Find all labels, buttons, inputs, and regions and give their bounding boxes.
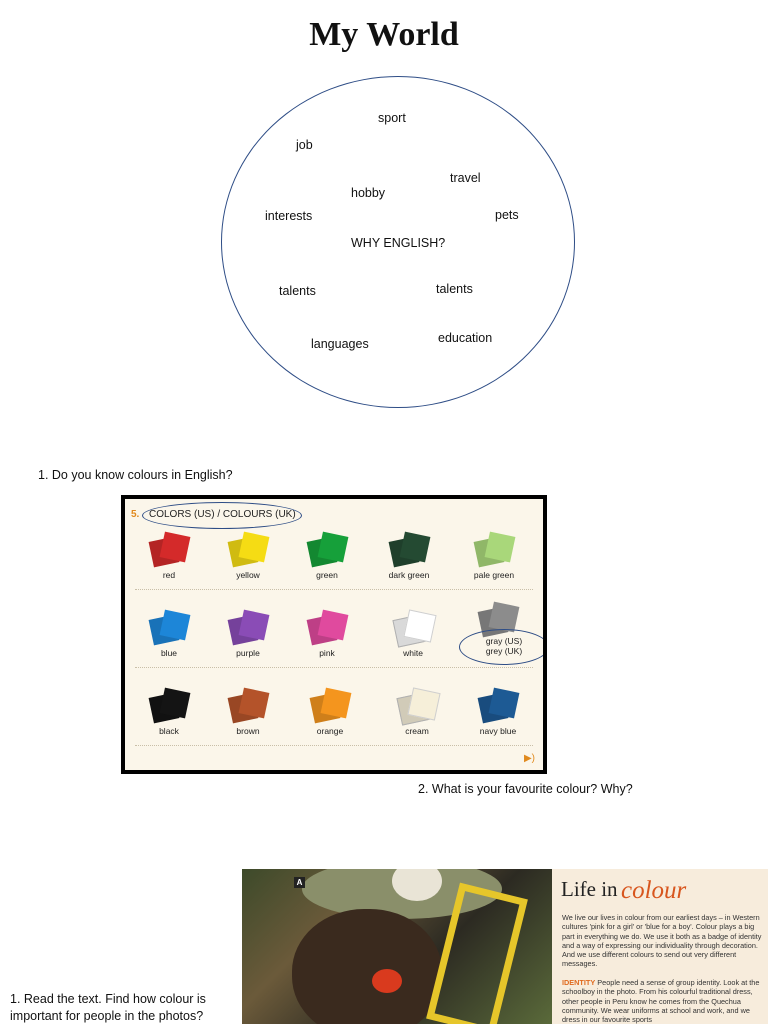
swatch-label-brown: brown bbox=[236, 726, 260, 736]
question-3-line-2: important for people in the photos? bbox=[10, 1009, 204, 1023]
swatch-red bbox=[147, 531, 191, 569]
swatch-green bbox=[305, 531, 349, 569]
article-title-part2: colour bbox=[621, 877, 687, 904]
swatch-label-navy-blue: navy blue bbox=[479, 726, 517, 736]
mind-word-talents-right: talents bbox=[436, 282, 473, 296]
photo-face-shape bbox=[292, 909, 442, 1024]
mind-word-interests: interests bbox=[265, 209, 313, 223]
swatch-navy-blue bbox=[476, 687, 520, 725]
colours-panel: 5. COLORS (US) / COLOURS (UK) red yellow… bbox=[121, 495, 547, 774]
swatch-label-pink: pink bbox=[319, 648, 335, 658]
swatch-label-pale-green: pale green bbox=[473, 570, 515, 580]
swatch-square bbox=[159, 531, 191, 563]
swatch-label-green: green bbox=[316, 570, 338, 580]
mind-word-job: job bbox=[296, 138, 313, 152]
swatch-square bbox=[238, 687, 270, 719]
swatch-square bbox=[320, 687, 352, 719]
mind-word-travel: travel bbox=[450, 171, 481, 185]
mind-word-pets: pets bbox=[495, 208, 519, 222]
swatch-square bbox=[407, 687, 441, 721]
question-1: 1. Do you know colours in English? bbox=[38, 468, 233, 482]
photo-label-badge: A bbox=[294, 877, 305, 888]
article-paragraph-2-text: People need a sense of group identity. L… bbox=[562, 978, 760, 1024]
swatch-cream bbox=[395, 687, 441, 726]
speaker-icon[interactable]: ▶) bbox=[523, 753, 535, 764]
swatch-black bbox=[147, 687, 191, 725]
swatch-square bbox=[484, 531, 516, 563]
swatch-blue bbox=[147, 609, 191, 647]
swatch-purple bbox=[226, 609, 270, 647]
swatch-label-purple: purple bbox=[236, 648, 260, 658]
page-title: My World bbox=[309, 16, 459, 53]
mind-word-sport: sport bbox=[378, 111, 406, 125]
swatch-square bbox=[403, 609, 437, 643]
swatch-label-cream: cream bbox=[405, 726, 429, 736]
swatch-square bbox=[317, 531, 349, 563]
swatch-square bbox=[238, 609, 270, 641]
swatch-square bbox=[159, 687, 191, 719]
row-divider bbox=[135, 589, 533, 590]
swatch-label-orange: orange bbox=[316, 726, 344, 736]
swatch-label-yellow: yellow bbox=[236, 570, 260, 580]
mind-map-circle bbox=[221, 76, 575, 408]
swatch-square bbox=[317, 609, 349, 641]
row-divider bbox=[135, 745, 533, 746]
photo-red-nose-shape bbox=[372, 969, 402, 993]
swatch-square bbox=[488, 687, 520, 719]
swatch-label-white: white bbox=[403, 648, 423, 658]
swatch-pale-green bbox=[472, 531, 516, 569]
swatch-pink bbox=[305, 609, 349, 647]
heading-highlight-ellipse bbox=[142, 502, 302, 529]
article-paragraph-1: We live our lives in colour from our ear… bbox=[562, 913, 762, 969]
panel-number: 5. bbox=[131, 509, 140, 520]
row-divider bbox=[135, 667, 533, 668]
swatch-yellow bbox=[226, 531, 270, 569]
colours-panel-inner: 5. COLORS (US) / COLOURS (UK) red yellow… bbox=[125, 499, 543, 770]
swatch-label-blue: blue bbox=[160, 648, 178, 658]
article-paragraph-2: IDENTITY People need a sense of group id… bbox=[562, 978, 762, 1024]
swatch-square bbox=[159, 609, 191, 641]
mind-word-languages: languages bbox=[311, 337, 369, 351]
swatch-square bbox=[399, 531, 431, 563]
mind-word-education: education bbox=[438, 331, 493, 345]
article-title-part1: Life in bbox=[561, 877, 618, 901]
swatch-brown bbox=[226, 687, 270, 725]
swatch-dark-green bbox=[387, 531, 431, 569]
question-2: 2. What is your favourite colour? Why? bbox=[418, 782, 633, 796]
swatch-white bbox=[391, 609, 437, 648]
photo-white-shape bbox=[392, 869, 442, 901]
swatch-square bbox=[238, 531, 270, 563]
mind-word-hobby: hobby bbox=[351, 186, 386, 200]
article-text-panel: Life in colour We live our lives in colo… bbox=[552, 869, 768, 1024]
gray-highlight-ellipse bbox=[459, 629, 543, 665]
swatch-orange bbox=[308, 687, 352, 725]
swatch-label-dark-green: dark green bbox=[388, 570, 430, 580]
question-3-line-1: 1. Read the text. Find how colour is bbox=[10, 992, 206, 1006]
article-identity-label: IDENTITY bbox=[562, 978, 596, 987]
mind-word-talents-left: talents bbox=[279, 284, 316, 298]
mind-word-center: WHY ENGLISH? bbox=[351, 236, 446, 250]
swatch-square bbox=[488, 601, 520, 633]
swatch-label-black: black bbox=[159, 726, 179, 736]
swatch-label-red: red bbox=[162, 570, 176, 580]
article-photo: A bbox=[242, 869, 552, 1024]
